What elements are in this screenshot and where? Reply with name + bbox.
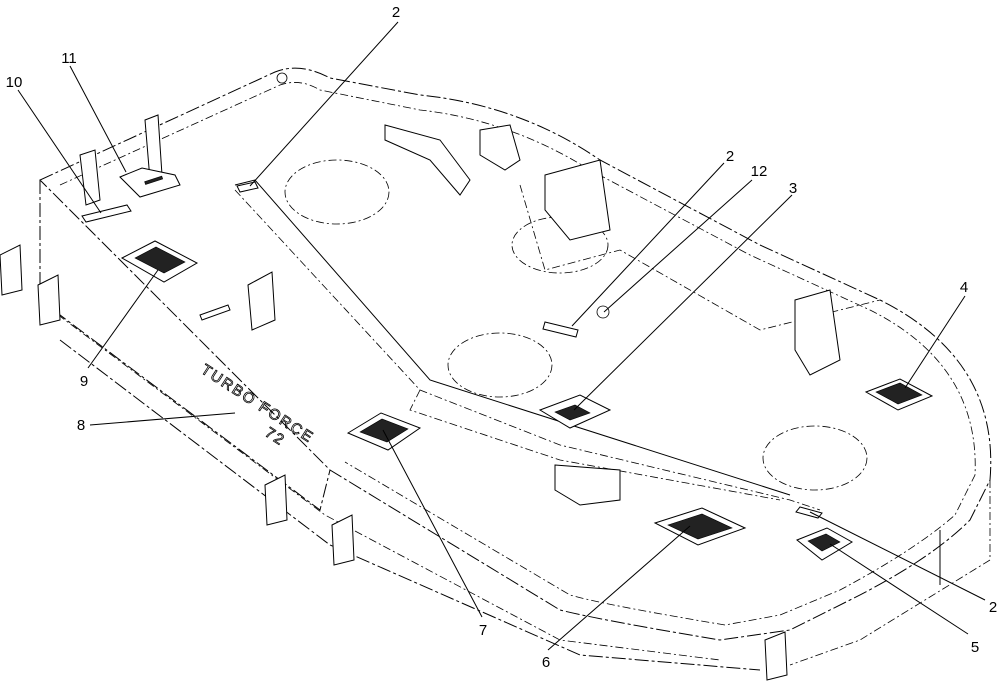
leader-c7	[17, 89, 102, 214]
deck-slot	[199, 304, 231, 321]
center-baffle-back	[409, 389, 781, 501]
callout-label: 4	[960, 279, 968, 296]
deck-lower-edge	[59, 339, 761, 671]
deck-front-face	[39, 180, 331, 511]
deck-embossing-name: TURBO FORCE	[198, 361, 317, 447]
leader-c11	[547, 525, 691, 651]
left-bracket	[247, 271, 276, 331]
deck-front-skirt	[44, 304, 721, 661]
callout-label: 5	[971, 639, 979, 656]
roller-arm-4	[331, 514, 355, 566]
callout-label: 10	[6, 74, 23, 91]
center-baffle-top	[234, 179, 791, 496]
leader-c12	[829, 543, 969, 635]
callout-label: 12	[751, 163, 768, 180]
leader-lines	[17, 21, 986, 651]
callout-label: 8	[77, 417, 85, 434]
callout-label: 7	[479, 622, 487, 639]
rear-bracket-b	[479, 124, 521, 171]
decal-5-emblem	[807, 533, 841, 552]
rear-bracket-a	[384, 124, 471, 196]
leader-c9	[89, 412, 236, 426]
leader-c4	[573, 194, 793, 411]
right-bracket	[794, 289, 841, 376]
decal-3-pictogram	[554, 404, 591, 421]
roller-arm-2	[37, 274, 61, 326]
decal-2-top	[236, 181, 259, 193]
leader-c10	[382, 429, 483, 618]
callout-label: 2	[726, 148, 734, 165]
leader-c5	[904, 295, 966, 389]
deck-inner-edge	[59, 82, 976, 626]
roller-arm-3	[264, 474, 288, 526]
center-baffle	[234, 189, 821, 511]
deck-knob	[276, 72, 288, 84]
roller-arm-5	[764, 631, 788, 681]
leader-c3	[603, 179, 753, 313]
deck-outer-edge	[39, 67, 992, 641]
leader-c6	[69, 65, 127, 173]
decal-4-text	[875, 382, 923, 405]
front-bracket	[554, 464, 621, 506]
deck-right-skirt	[789, 480, 991, 666]
blade-opening-center	[447, 332, 553, 398]
deck-embossing: TURBO FORCE 72	[197, 361, 317, 450]
callout-label: 2	[392, 4, 400, 21]
blade-opening-left	[284, 159, 390, 225]
blade-opening-right	[762, 425, 868, 491]
leader-c1	[249, 21, 399, 187]
front-rollers	[0, 244, 788, 681]
decal-10	[81, 204, 132, 223]
leader-c13	[809, 511, 986, 601]
callout-numbers: 2 2 12 3 4 11 10 9 8 7 6 5 2	[6, 4, 998, 671]
callout-label: 3	[789, 180, 797, 197]
callout-label: 6	[542, 654, 550, 671]
decal-9-text	[134, 246, 186, 274]
decal-11-text	[144, 175, 164, 185]
callout-label: 9	[80, 373, 88, 390]
deck-hardware	[79, 72, 841, 506]
callout-label: 11	[61, 50, 77, 67]
leader-c8	[87, 269, 159, 369]
decal-2-upper	[542, 321, 579, 338]
callout-label: 2	[989, 599, 997, 616]
decal-7-text	[359, 418, 409, 443]
roller-arm-1	[0, 244, 23, 296]
decal-6-text	[667, 513, 733, 540]
gauge-wheel-hole	[596, 305, 610, 319]
idler-mount	[544, 159, 611, 241]
leader-c2	[571, 162, 725, 327]
